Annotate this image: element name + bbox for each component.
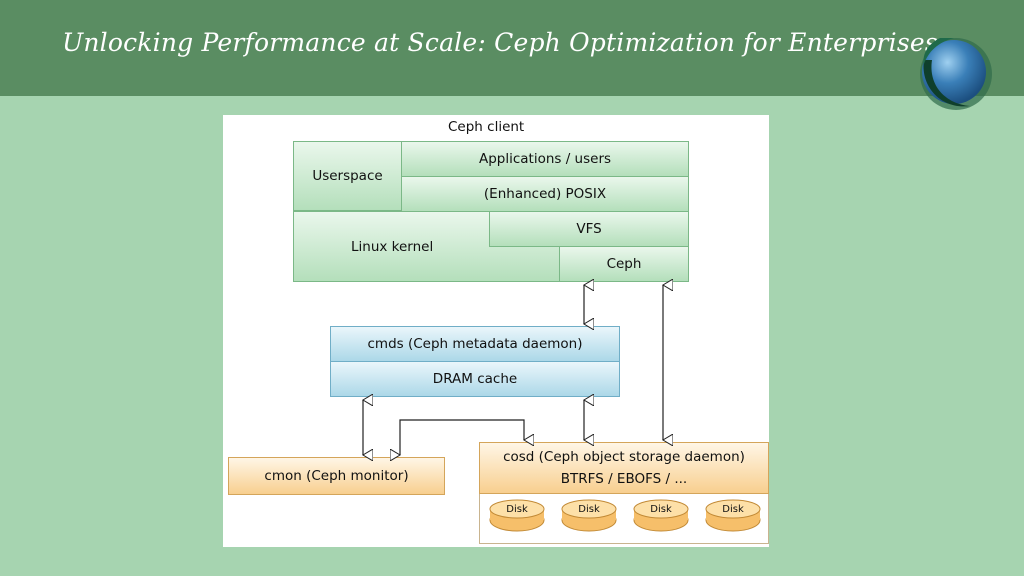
globe-logo-icon bbox=[920, 38, 992, 110]
ceph-architecture-diagram: Ceph client Userspace Applications / use… bbox=[223, 115, 769, 547]
disk-1-label: Disk bbox=[506, 503, 528, 515]
ceph-kernel-box: Ceph bbox=[559, 246, 689, 282]
slide-title: Unlocking Performance at Scale: Ceph Opt… bbox=[62, 28, 938, 57]
cmds-box: cmds (Ceph metadata daemon) bbox=[330, 326, 620, 362]
btrfs-label: BTRFS / EBOFS / ... bbox=[560, 471, 688, 487]
disk-2-label: Disk bbox=[578, 503, 600, 515]
dram-cache-box: DRAM cache bbox=[330, 361, 620, 397]
cosd-label: cosd (Ceph object storage daemon) bbox=[503, 449, 745, 465]
connector-arrows bbox=[223, 115, 761, 532]
slide-header bbox=[0, 0, 1024, 96]
disk-4-icon bbox=[705, 499, 761, 532]
disk-4-label: Disk bbox=[722, 503, 744, 515]
disk-3-label: Disk bbox=[650, 503, 672, 515]
disk-1-icon bbox=[489, 499, 545, 532]
ceph-client-label: Ceph client bbox=[448, 119, 525, 135]
applications-users-box: Applications / users bbox=[401, 141, 689, 177]
cmon-cosd-arrow bbox=[400, 419, 524, 455]
userspace-box: Userspace bbox=[293, 141, 402, 211]
vfs-box: VFS bbox=[489, 211, 689, 247]
disk-2-icon bbox=[561, 499, 617, 532]
disk-3-icon bbox=[633, 499, 689, 532]
cosd-box: cosd (Ceph object storage daemon) BTRFS … bbox=[479, 442, 769, 494]
cmon-box: cmon (Ceph monitor) bbox=[228, 457, 445, 495]
linux-kernel-label: Linux kernel bbox=[351, 238, 434, 255]
enhanced-posix-box: (Enhanced) POSIX bbox=[401, 176, 689, 212]
